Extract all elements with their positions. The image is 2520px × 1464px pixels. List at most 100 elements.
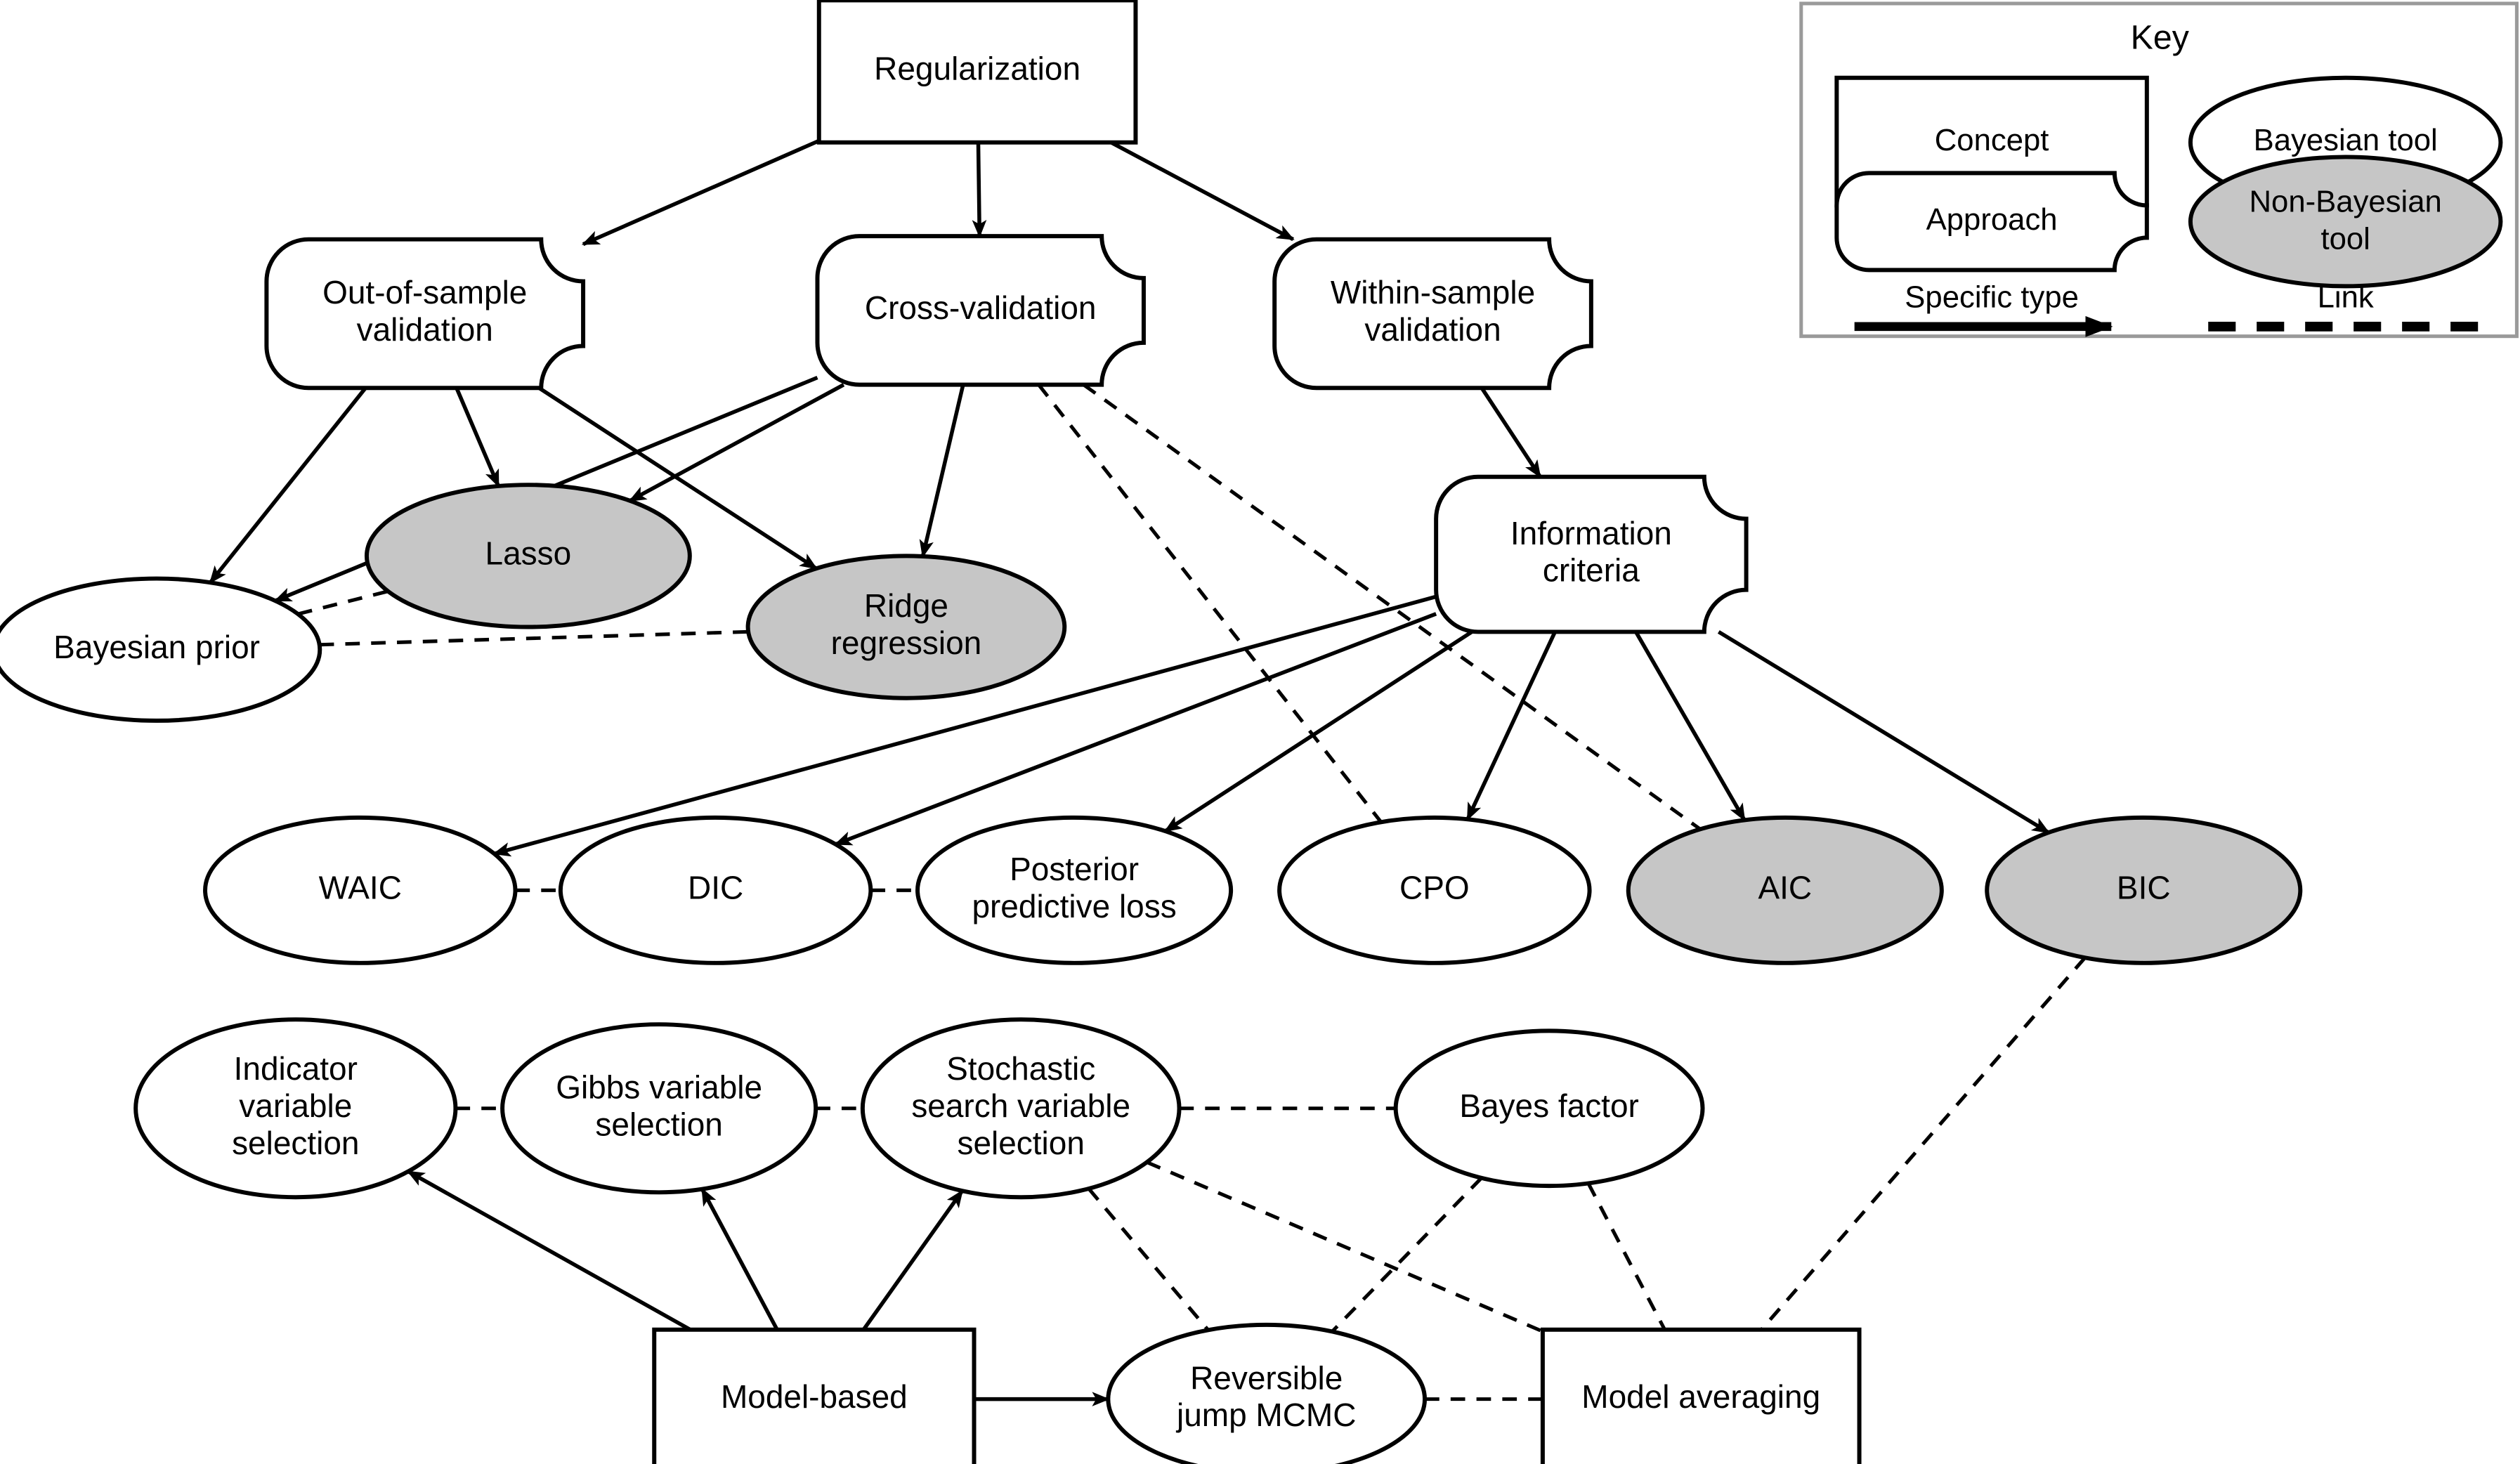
edge-stochastic-search-variable-selection-to-model-averaging [1146, 1161, 1543, 1333]
edge-information-criteria-to-aic [1634, 631, 1747, 822]
node-label-information-criteria: Information [1510, 515, 1672, 551]
key-label-link: Link [2318, 280, 2374, 314]
node-label-reversible-jump-mcmc: Reversible [1190, 1359, 1343, 1396]
node-label-posterior-predictive-loss: Posterior [1010, 851, 1139, 887]
node-label-posterior-predictive-loss: predictive loss [972, 888, 1176, 924]
edge-information-criteria-to-dic [834, 612, 1437, 847]
node-label-within-sample: Within-sample [1331, 274, 1535, 311]
node-shape-model-averaging [1540, 1327, 1862, 1464]
node-label-model-based: Model-based [721, 1378, 908, 1415]
node-cpo[interactable]: CPO [1277, 815, 1592, 965]
node-waic[interactable]: WAIC [203, 815, 518, 965]
node-label-out-of-sample: validation [357, 311, 493, 348]
node-shape-bic [1985, 815, 2303, 965]
edge-regularization-to-within-sample [1110, 140, 1295, 242]
node-shape-information-criteria [1434, 474, 1749, 634]
node-label-bayes-factor: Bayes factor [1459, 1087, 1639, 1124]
edge-bayes-factor-to-model-averaging [1586, 1182, 1666, 1331]
node-shape-reversible-jump-mcmc [1106, 1322, 1427, 1464]
key-label-concept: Concept [1935, 123, 2049, 157]
node-bayes-factor[interactable]: Bayes factor [1393, 1028, 1705, 1189]
edge-stochastic-search-variable-selection-to-reversible-jump-mcmc [1087, 1187, 1210, 1331]
node-label-waic: WAIC [319, 869, 402, 906]
node-label-bayesian-prior: Bayesian prior [53, 629, 260, 665]
key-label-bayesian-tool: Bayesian tool [2254, 123, 2438, 157]
node-label-cross-validation: Cross-validation [865, 289, 1097, 326]
edge-cross-validation-to-lasso [628, 383, 845, 503]
node-shape-cpo [1277, 815, 1592, 965]
edge-out-of-sample-to-bayesian-prior [209, 386, 367, 584]
node-shape-cross-validation [815, 234, 1146, 387]
edge-information-criteria-to-bic [1717, 630, 2050, 835]
key-label-approach: Approach [1926, 202, 2058, 237]
node-regularization[interactable]: Regularization [816, 0, 1138, 145]
node-shape-dic [558, 815, 873, 965]
node-model-averaging[interactable]: Model averaging [1540, 1327, 1862, 1464]
node-model-based[interactable]: Model-based [652, 1327, 977, 1464]
key-label-specific-type: Specific type [1905, 280, 2079, 314]
node-label-indicator-variable-selection: selection [232, 1125, 359, 1161]
node-label-stochastic-search-variable-selection: Stochastic [946, 1050, 1095, 1087]
edge-model-based-to-indicator-variable-selection [406, 1170, 691, 1332]
node-label-indicator-variable-selection: Indicator [234, 1050, 358, 1087]
node-cross-validation[interactable]: Cross-validation [815, 234, 1146, 387]
key-title: Key [2131, 18, 2190, 56]
node-shape-bayes-factor [1393, 1028, 1705, 1189]
key-label-non-bayesian-tool-2: tool [2320, 222, 2370, 256]
node-shape-lasso [364, 483, 692, 629]
edge-regularization-to-out-of-sample [581, 138, 820, 247]
node-shape-gibbs-variable-selection [500, 1022, 818, 1195]
edge-information-criteria-to-posterior-predictive-loss [1163, 630, 1473, 833]
node-shape-out-of-sample [264, 237, 586, 391]
node-label-model-averaging: Model averaging [1581, 1378, 1820, 1415]
edge-bic-to-model-averaging [1760, 956, 2087, 1331]
node-shape-posterior-predictive-loss [915, 815, 1234, 965]
node-label-within-sample: validation [1364, 311, 1501, 348]
node-shape-stochastic-search-variable-selection [860, 1017, 1182, 1200]
node-label-bic: BIC [2117, 869, 2171, 906]
node-label-gibbs-variable-selection: selection [595, 1106, 722, 1142]
node-label-reversible-jump-mcmc: jump MCMC [1175, 1397, 1356, 1433]
node-label-stochastic-search-variable-selection: selection [957, 1125, 1084, 1161]
edge-model-based-to-stochastic-search-variable-selection [861, 1189, 964, 1331]
edge-bayesian-prior-to-lasso [297, 589, 389, 616]
edge-information-criteria-to-waic [492, 594, 1437, 857]
node-lasso[interactable]: Lasso [364, 483, 692, 629]
edge-out-of-sample-to-ridge-regression [537, 386, 818, 570]
node-dic[interactable]: DIC [558, 815, 873, 965]
node-label-aic: AIC [1758, 869, 1812, 906]
node-label-indicator-variable-selection: variable [239, 1087, 352, 1124]
key-shape-approach [1834, 171, 2149, 273]
node-shape-regularization [816, 0, 1138, 145]
node-aic[interactable]: AIC [1626, 815, 1944, 965]
edge-within-sample-to-information-criteria [1480, 386, 1542, 478]
edge-regularization-to-cross-validation [972, 142, 987, 238]
node-bayesian-prior[interactable]: Bayesian prior [0, 576, 322, 723]
edge-cross-validation-to-aic [1082, 383, 1702, 831]
node-shape-bayesian-prior [0, 576, 322, 723]
node-label-gibbs-variable-selection: Gibbs variable [556, 1068, 762, 1105]
node-label-dic: DIC [688, 869, 743, 906]
node-label-cpo: CPO [1399, 869, 1470, 906]
edge-cross-validation-to-ridge-regression [919, 384, 965, 558]
node-label-ridge-regression: Ridge [864, 587, 948, 624]
node-bic[interactable]: BIC [1985, 815, 2303, 965]
node-shape-indicator-variable-selection [133, 1017, 458, 1200]
node-label-lasso: Lasso [485, 535, 572, 572]
node-shape-ridge-regression [745, 554, 1067, 700]
key-shape-non-bayesian-tool [2188, 155, 2503, 289]
edge-bayes-factor-to-reversible-jump-mcmc [1331, 1177, 1483, 1333]
node-label-information-criteria: criteria [1543, 552, 1640, 589]
